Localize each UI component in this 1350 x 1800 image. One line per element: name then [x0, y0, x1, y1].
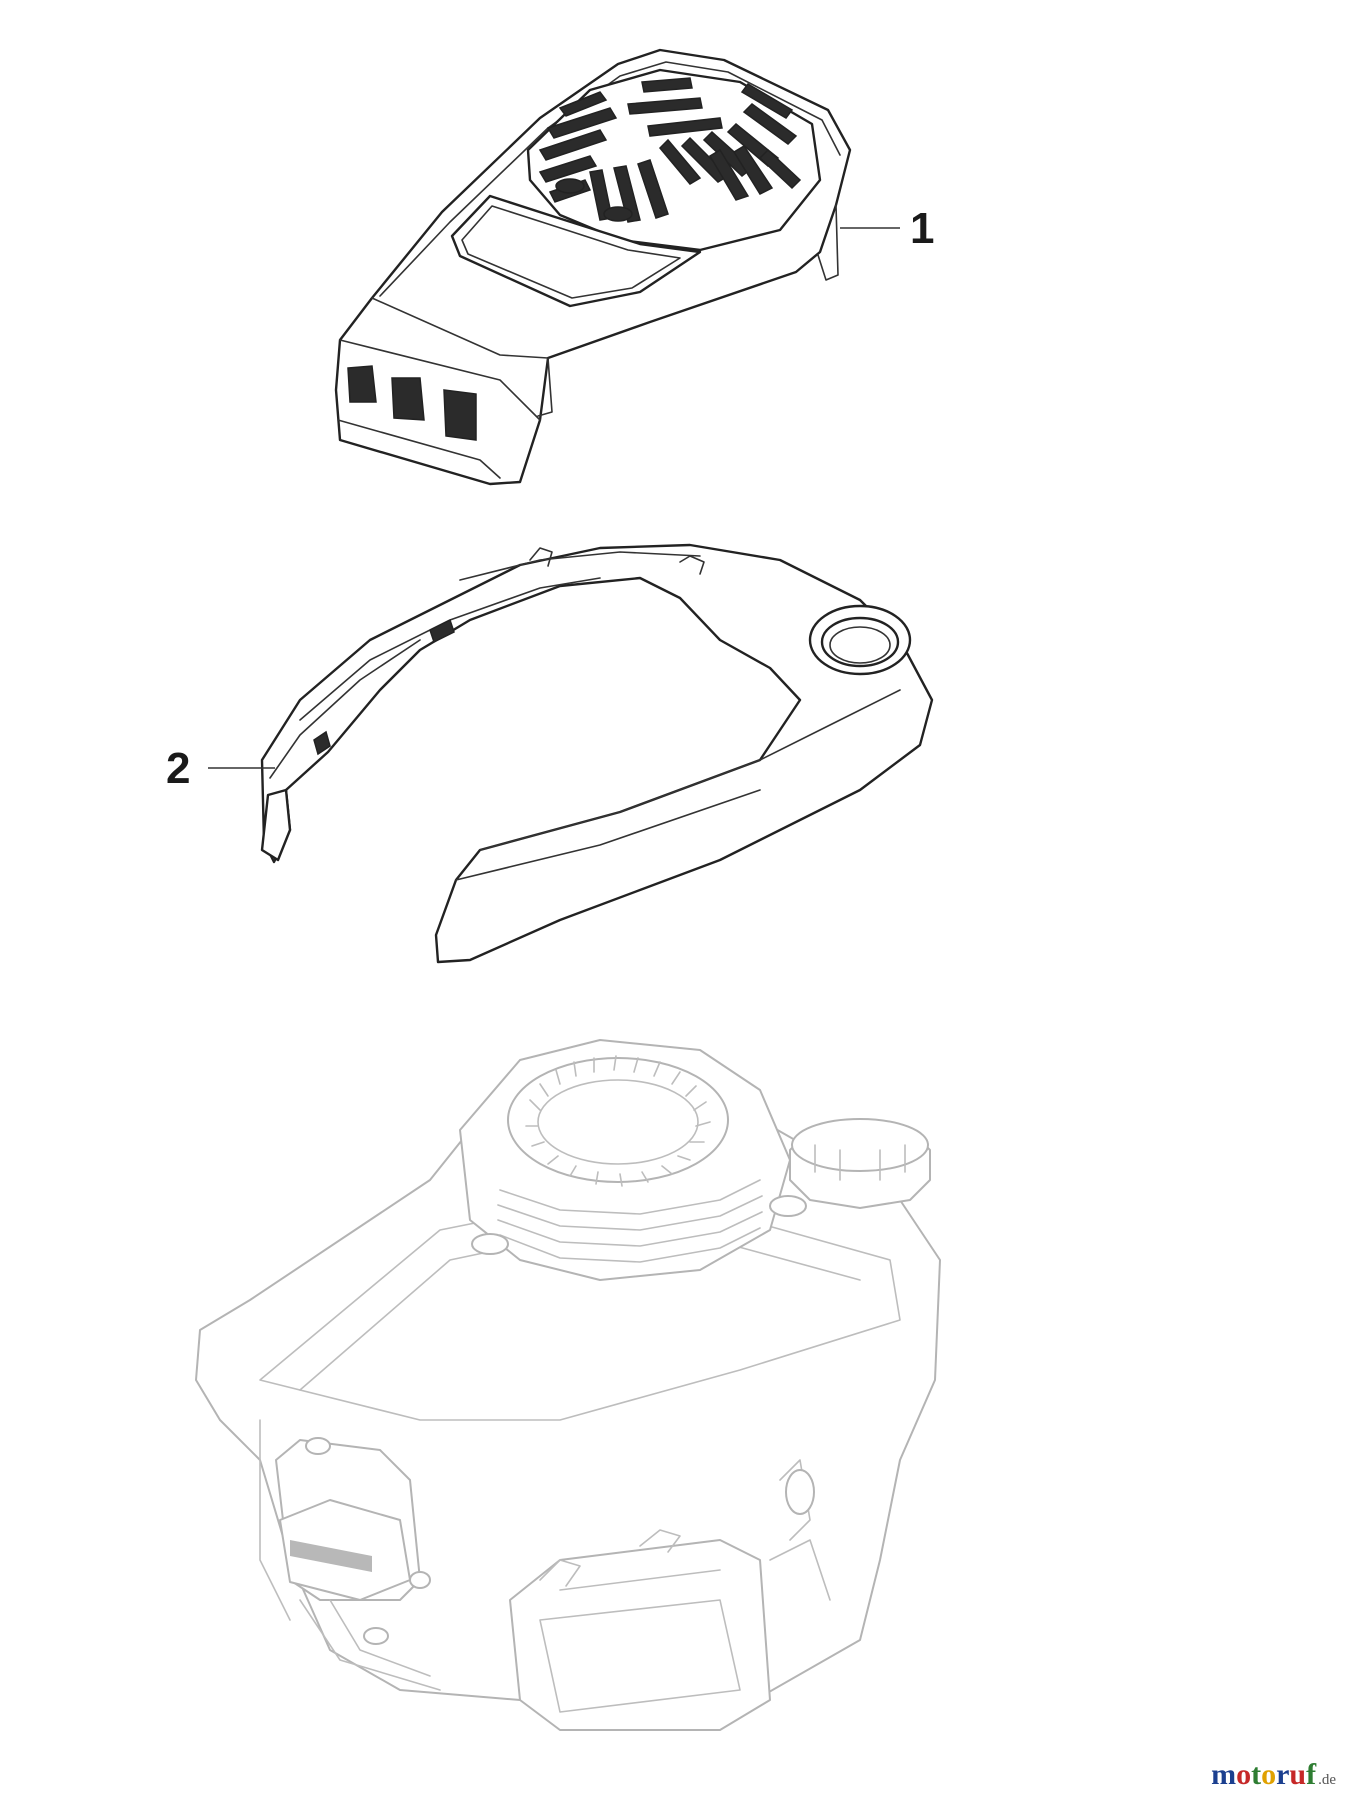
front-vents	[337, 365, 501, 479]
callout-label-2: 2	[166, 744, 190, 793]
watermark-letter: f	[1306, 1758, 1317, 1791]
callout-label-1: 1	[910, 204, 934, 253]
watermark-letter: o	[1261, 1758, 1277, 1791]
watermark-suffix: .de	[1318, 1772, 1336, 1788]
watermark-letter: t	[1251, 1758, 1262, 1791]
engine-context	[195, 1039, 941, 1731]
watermark-letter: u	[1289, 1758, 1307, 1791]
part-1-top-cover	[334, 48, 852, 486]
watermark-letter: m	[1211, 1758, 1237, 1791]
watermark-letter: r	[1276, 1758, 1290, 1791]
grille-vanes	[538, 77, 802, 223]
watermark-letter: o	[1236, 1758, 1252, 1791]
part-2-lower-cover	[260, 543, 934, 964]
motoruf-watermark: motoruf.de	[1211, 1758, 1336, 1792]
starter-slots	[525, 1055, 711, 1187]
